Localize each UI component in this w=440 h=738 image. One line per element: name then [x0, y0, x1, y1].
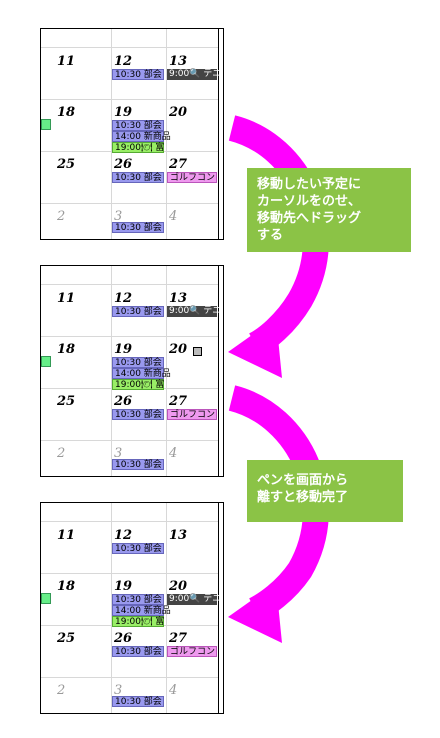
day-18[interactable]: 18: [57, 342, 76, 357]
day-11[interactable]: 11: [57, 291, 76, 306]
event-new-product[interactable]: 14:00 新商品: [112, 605, 171, 616]
day-3[interactable]: 3: [114, 209, 123, 224]
calendar-panel-before: 11 12 13 10:30 部会 9:00🔍 テニ 18 19 20 10:3…: [40, 28, 224, 240]
event-bukai[interactable]: 10:30 部会: [112, 696, 164, 707]
event-bukai[interactable]: 10:30 部会: [112, 120, 164, 131]
day-11[interactable]: 11: [57, 54, 76, 69]
event-bukai[interactable]: 10:30 部会: [112, 69, 164, 80]
event-tennis[interactable]: 9:00🔍 テニ: [167, 306, 222, 317]
day-27[interactable]: 27: [169, 631, 188, 646]
calendar-panel-after: 11 12 13 10:30 部会 18 19 20 10:30 部会 14:0…: [40, 502, 224, 714]
day-13[interactable]: 13: [169, 54, 188, 69]
day-3[interactable]: 3: [114, 683, 123, 698]
day-25[interactable]: 25: [57, 157, 76, 172]
event-golf[interactable]: ゴルフコン: [167, 172, 217, 183]
day-13[interactable]: 13: [169, 528, 188, 543]
event-bukai[interactable]: 10:30 部会: [112, 543, 164, 554]
day-19[interactable]: 19: [114, 579, 133, 594]
instruction-note-drag: 移動したい予定に カーソルをのせ、 移動先へドラッグ する: [247, 168, 411, 252]
day-12[interactable]: 12: [114, 528, 133, 543]
vertical-scrollbar[interactable]: [218, 503, 223, 713]
day-2[interactable]: 2: [57, 446, 66, 461]
event-tennis[interactable]: 9:00🔍 テニ: [167, 69, 222, 80]
day-13[interactable]: 13: [169, 291, 188, 306]
day-4[interactable]: 4: [169, 209, 178, 224]
day-26[interactable]: 26: [114, 631, 133, 646]
day-4[interactable]: 4: [169, 446, 178, 461]
event-bukai[interactable]: 10:30 部会: [112, 594, 164, 605]
day-3[interactable]: 3: [114, 446, 123, 461]
day-27[interactable]: 27: [169, 394, 188, 409]
event-tennis-moved[interactable]: 9:00🔍 テニ: [167, 594, 222, 605]
row-marker: [41, 593, 51, 604]
event-bukai[interactable]: 10:30 部会: [112, 646, 164, 657]
event-bukai[interactable]: 10:30 部会: [112, 306, 164, 317]
calendar-panel-dragging: 11 12 13 10:30 部会 9:00🔍 テニ 18 19 20 10:3…: [40, 265, 224, 477]
event-bukai[interactable]: 10:30 部会: [112, 172, 164, 183]
day-26[interactable]: 26: [114, 394, 133, 409]
day-18[interactable]: 18: [57, 105, 76, 120]
day-19[interactable]: 19: [114, 342, 133, 357]
day-26[interactable]: 26: [114, 157, 133, 172]
day-2[interactable]: 2: [57, 209, 66, 224]
day-20[interactable]: 20: [169, 579, 188, 594]
day-12[interactable]: 12: [114, 291, 133, 306]
day-2[interactable]: 2: [57, 683, 66, 698]
day-25[interactable]: 25: [57, 394, 76, 409]
day-27[interactable]: 27: [169, 157, 188, 172]
event-dinner[interactable]: 19:00🍽 富: [112, 142, 164, 153]
day-20[interactable]: 20: [169, 342, 188, 357]
event-new-product[interactable]: 14:00 新商品: [112, 368, 171, 379]
event-bukai[interactable]: 10:30 部会: [112, 459, 164, 470]
day-20[interactable]: 20: [169, 105, 188, 120]
vertical-scrollbar[interactable]: [218, 266, 223, 476]
arrow-head-1: [228, 318, 282, 378]
day-25[interactable]: 25: [57, 631, 76, 646]
event-dinner[interactable]: 19:00🍽 富: [112, 616, 164, 627]
day-12[interactable]: 12: [114, 54, 133, 69]
instruction-note-release: ペンを画面から 離すと移動完了: [247, 460, 403, 522]
day-11[interactable]: 11: [57, 528, 76, 543]
row-marker: [41, 119, 51, 130]
row-marker: [41, 356, 51, 367]
arrow-head-2: [228, 583, 282, 643]
drag-cursor-icon: [193, 347, 202, 356]
event-new-product[interactable]: 14:00 新商品: [112, 131, 171, 142]
event-bukai[interactable]: 10:30 部会: [112, 357, 164, 368]
day-18[interactable]: 18: [57, 579, 76, 594]
vertical-scrollbar[interactable]: [218, 29, 223, 239]
event-golf[interactable]: ゴルフコン: [167, 409, 217, 420]
day-4[interactable]: 4: [169, 683, 178, 698]
event-bukai[interactable]: 10:30 部会: [112, 409, 164, 420]
event-bukai[interactable]: 10:30 部会: [112, 222, 164, 233]
day-19[interactable]: 19: [114, 105, 133, 120]
event-golf[interactable]: ゴルフコン: [167, 646, 217, 657]
event-dinner[interactable]: 19:00🍽 富: [112, 379, 164, 390]
